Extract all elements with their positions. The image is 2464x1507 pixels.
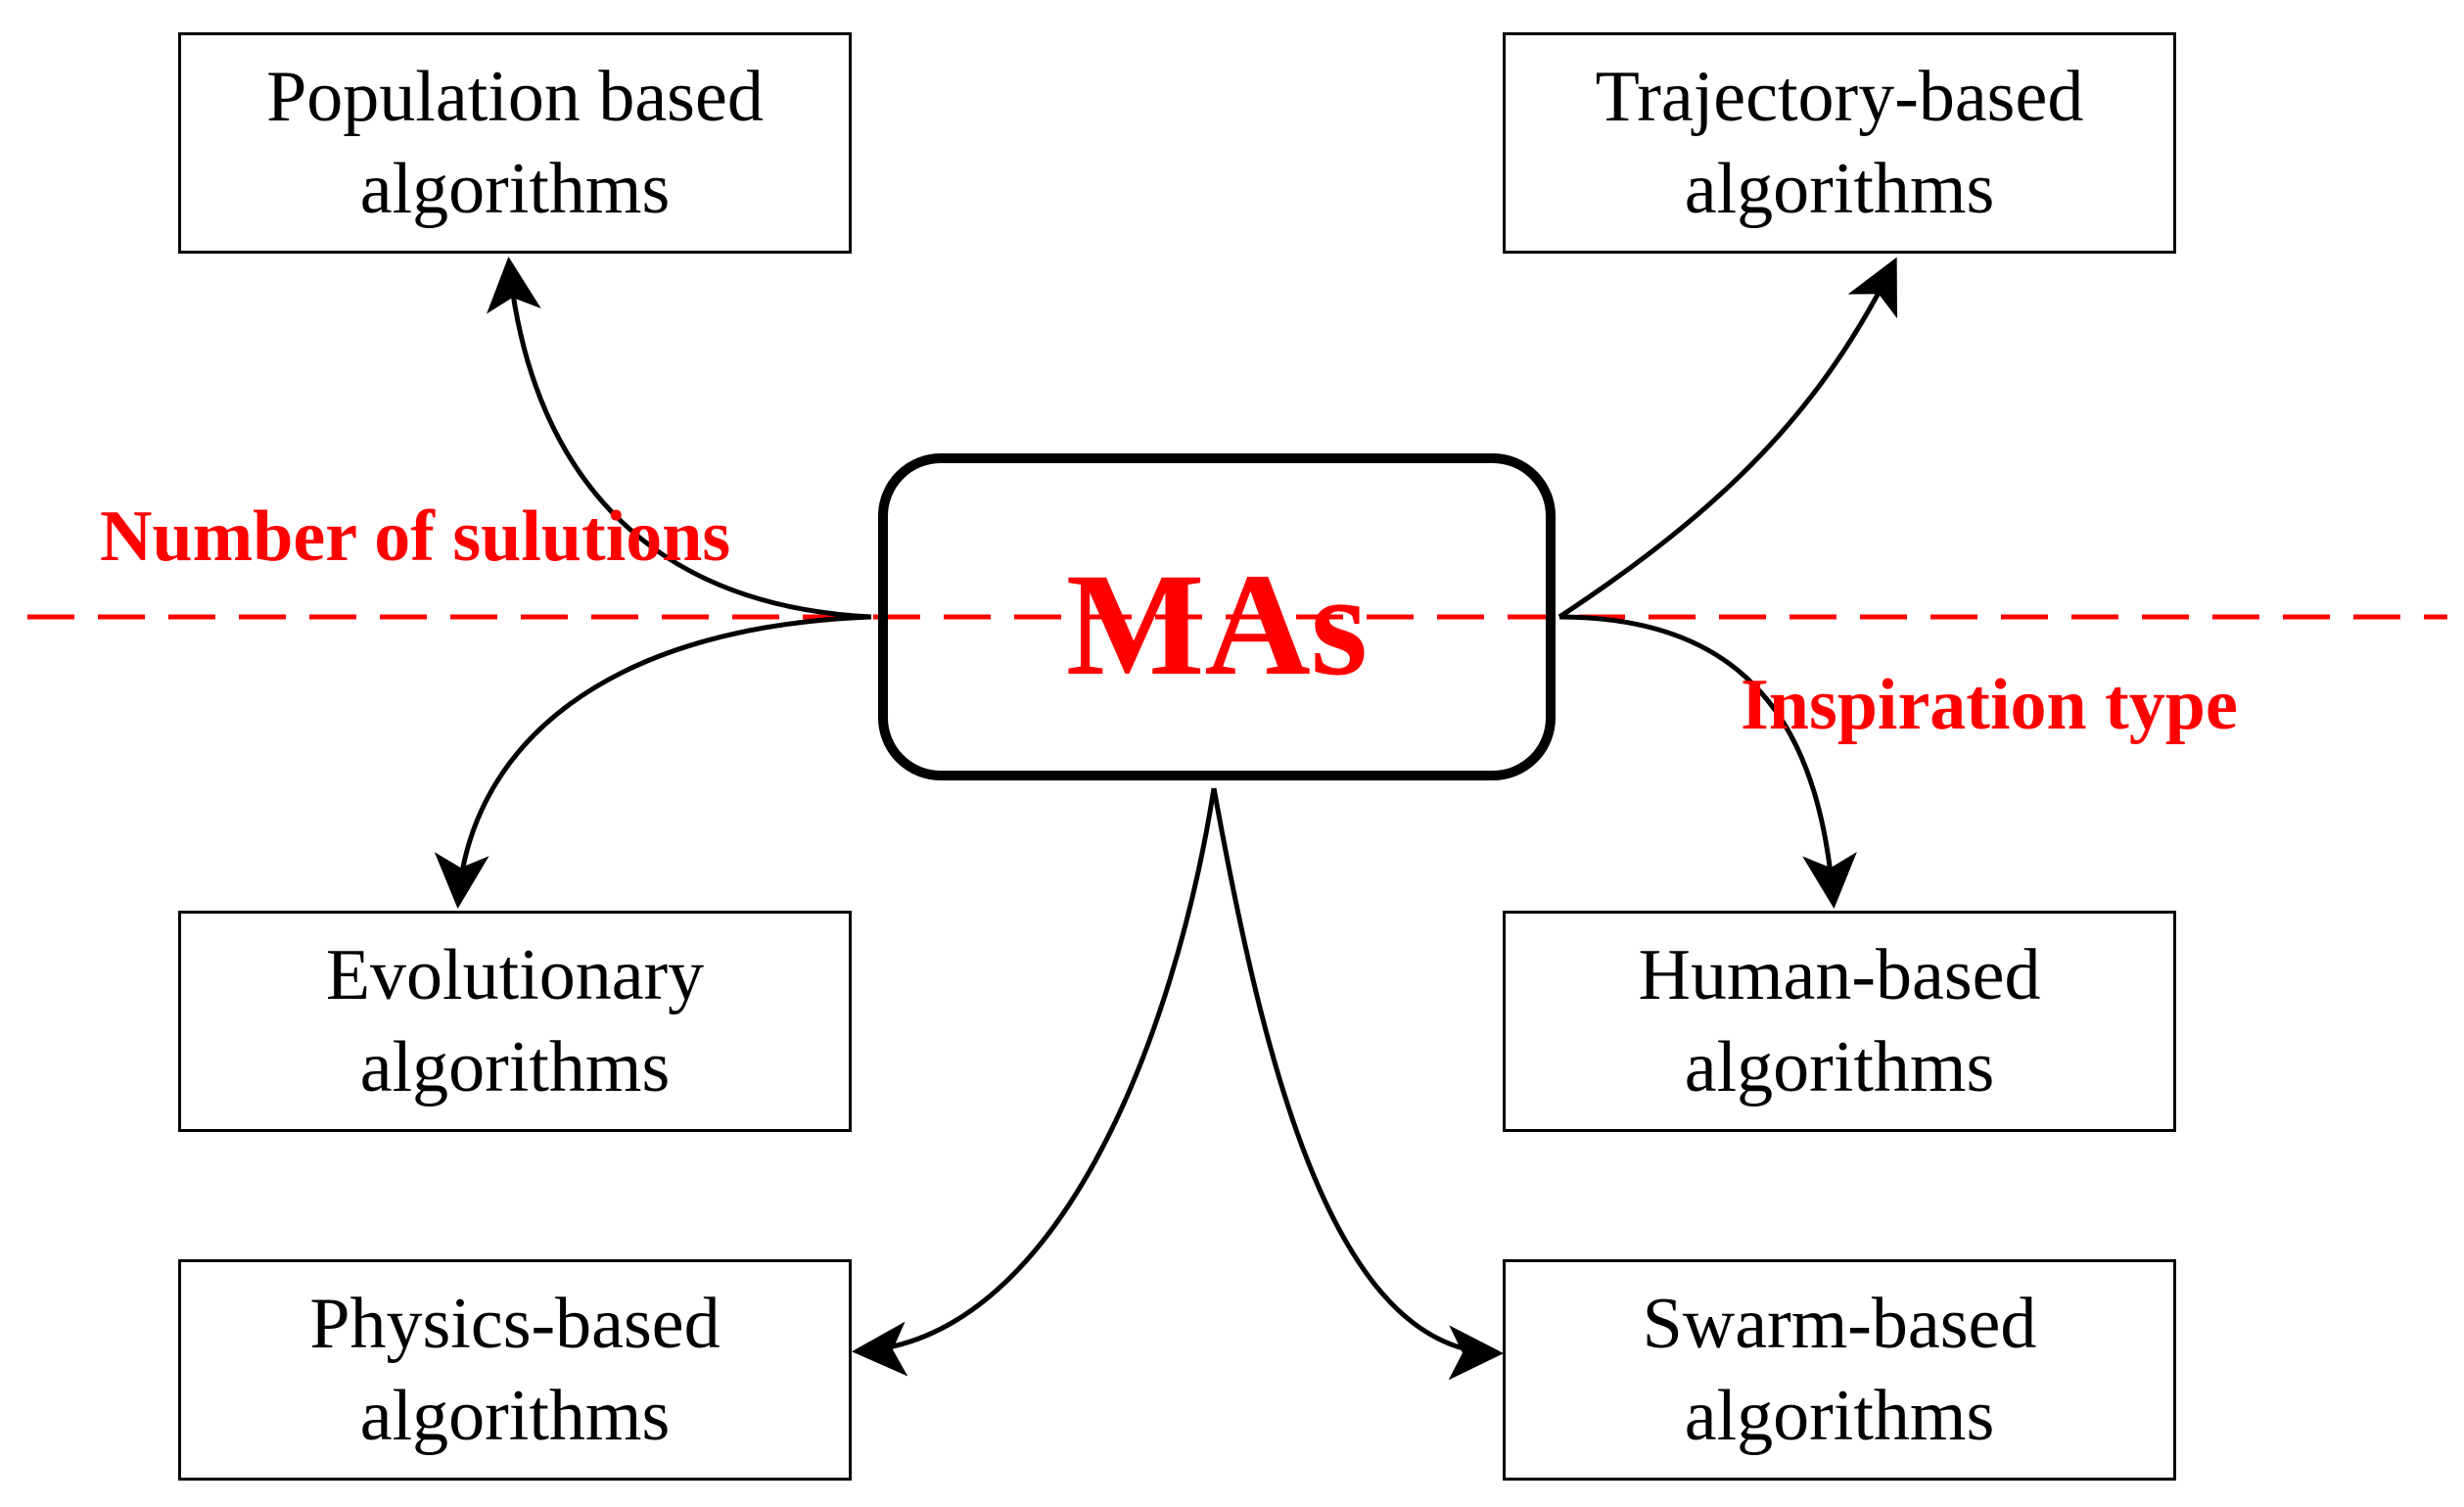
node-label-line2: algorithms (1684, 1376, 1995, 1456)
human-based-node: Human-based algorithms (1503, 911, 2176, 1132)
arrow-to-population (487, 257, 872, 620)
swarm-based-node: Swarm-based algorithms (1503, 1259, 2176, 1481)
evolutionary-node: Evolutionary algorithms (178, 911, 852, 1132)
node-label-line1: Trajectory-based (1595, 57, 2084, 137)
trajectory-based-node: Trajectory-based algorithms (1503, 32, 2176, 254)
node-label-line2: algorithms (359, 1027, 671, 1107)
node-label-line2: algorithms (1684, 1027, 1995, 1107)
center-node-label: MAs (1065, 543, 1369, 706)
number-of-solutions-label: Number of sulutions (100, 496, 731, 577)
node-label-line1: Swarm-based (1642, 1284, 2037, 1364)
node-label-line1: Evolutionary (325, 935, 705, 1015)
arrow-to-physics (852, 787, 1217, 1377)
node-label-line1: Physics-based (309, 1284, 721, 1364)
arrow-to-human (1558, 614, 1857, 909)
inspiration-type-label: Inspiration type (1741, 665, 2238, 745)
node-label-line1: Population based (266, 57, 764, 137)
arrow-to-trajectory (1557, 257, 1897, 620)
physics-based-node: Physics-based algorithms (178, 1259, 852, 1481)
node-label-line1: Human-based (1638, 935, 2041, 1015)
arrow-to-evolutionary (434, 614, 872, 909)
node-label-line2: algorithms (1684, 149, 1995, 229)
node-label-line2: algorithms (359, 149, 671, 229)
node-label-line2: algorithms (359, 1376, 671, 1456)
population-based-node: Population based algorithms (178, 32, 852, 254)
arrow-to-swarm (1211, 787, 1504, 1381)
center-node (878, 453, 1556, 780)
